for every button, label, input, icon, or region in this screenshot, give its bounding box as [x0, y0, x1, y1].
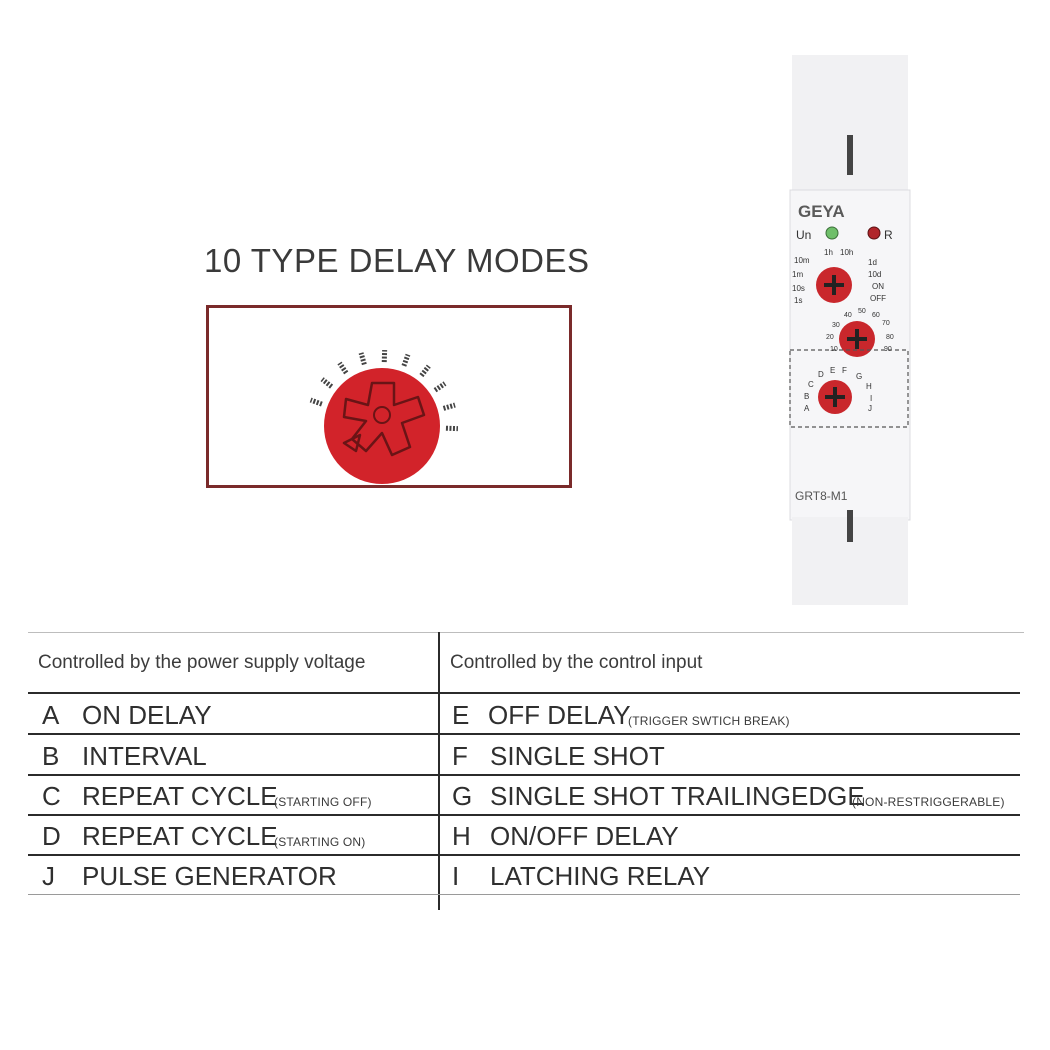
range-label: 1h — [824, 248, 833, 257]
mode-label: J — [868, 404, 872, 413]
mode-label: E — [830, 366, 835, 375]
mode-label: B — [804, 392, 809, 401]
mode-label: A — [804, 404, 810, 413]
left-mode-name: INTERVAL — [82, 741, 207, 771]
right-mode-name: SINGLE SHOT — [490, 741, 665, 771]
scale-label: 90 — [884, 346, 892, 353]
right-mode-letter: E — [452, 700, 470, 730]
mode-knob-small-cross-icon — [825, 387, 845, 407]
row-separator — [28, 814, 1020, 816]
right-mode-note: (NON-RESTRIGGERABLE) — [852, 795, 1005, 809]
right-mode-name: LATCHING RELAY — [490, 861, 711, 891]
range-label: ON — [872, 282, 884, 291]
brand-logo: GEYA — [798, 202, 845, 221]
row-separator — [28, 774, 1020, 776]
scale-label: 40 — [844, 312, 852, 319]
knob-center-hole — [373, 406, 391, 424]
row-separator — [28, 894, 1020, 895]
right-mode-letter: I — [452, 861, 460, 891]
left-mode-note: (STARTING ON) — [274, 835, 366, 849]
mode-knob — [324, 368, 440, 484]
table-top-border — [28, 632, 1024, 633]
mode-label: F — [842, 366, 847, 375]
row-separator — [28, 854, 1020, 856]
indicator-un-label: Un — [796, 228, 811, 242]
left-mode-name: PULSE GENERATOR — [82, 861, 337, 891]
right-mode-name: ON/OFF DELAY — [490, 821, 679, 851]
left-mode-name: REPEAT CYCLE — [82, 821, 278, 851]
right-mode-name: OFF DELAY — [488, 700, 631, 730]
right-mode-letter: F — [452, 741, 468, 771]
table-row: A ON DELAY E OFF DELAY(TRIGGER SWTICH BREAK… — [28, 694, 1024, 735]
table-row: D REPEAT CYCLE H ON/OFF DELAY (STARTING ON) — [28, 815, 1024, 856]
indicator-r-label: R — [884, 228, 893, 242]
bottom-terminal-slot — [847, 510, 853, 542]
row-separator — [28, 733, 1020, 735]
left-mode-letter: A — [42, 700, 60, 730]
table-row: C REPEAT CYCLE G SINGLE SHOT TRAILINGEDGE (S… — [28, 775, 1024, 816]
scale-label: 50 — [858, 308, 866, 315]
range-label: 10m — [794, 256, 810, 265]
right-mode-name: SINGLE SHOT TRAILINGEDGE — [490, 781, 865, 811]
mode-label: D — [818, 370, 824, 379]
mode-box-dashed — [789, 349, 909, 428]
scale-label: 20 — [826, 334, 834, 341]
relay-led — [867, 226, 881, 240]
range-label: 1d — [868, 258, 877, 267]
left-mode-letter: B — [42, 741, 60, 771]
range-label: 10h — [840, 248, 853, 257]
scale-label: 80 — [886, 334, 894, 341]
range-label: OFF — [870, 294, 886, 303]
right-mode-note: (TRIGGER SWTICH BREAK) — [628, 714, 790, 728]
model-label: GRT8-M1 — [795, 489, 848, 503]
range-knob-cross-icon — [824, 275, 844, 295]
mode-label: H — [866, 382, 872, 391]
scale-label: 60 — [872, 312, 880, 319]
scale-label: 70 — [882, 320, 890, 327]
header-right: Controlled by the control input — [450, 652, 703, 673]
range-label: 1s — [794, 296, 802, 305]
range-label: 10d — [868, 270, 881, 279]
power-led — [825, 226, 839, 240]
left-mode-name: REPEAT CYCLE — [82, 781, 278, 811]
right-mode-letter: H — [452, 821, 471, 851]
table-row: J PULSE GENERATOR I LATCHING RELAY — [28, 855, 1024, 895]
table-column-divider — [438, 632, 440, 910]
scale-knob-cross-icon — [847, 329, 867, 349]
left-mode-letter: C — [42, 781, 61, 811]
top-terminal-slot — [847, 135, 853, 175]
header-separator — [28, 692, 1020, 694]
header-left: Controlled by the power supply voltage — [38, 652, 366, 673]
mode-label: I — [870, 394, 872, 403]
range-labels: 10m 1h 10h 1m 1d 10s 10d 1s ON OFF — [792, 248, 886, 305]
delay-modes-table: Controlled by the power supply voltage C… — [28, 632, 1024, 910]
left-mode-letter: D — [42, 821, 61, 851]
mode-label: C — [808, 380, 814, 389]
knob-cross-icon — [342, 381, 426, 457]
scale-label: 30 — [832, 322, 840, 329]
table-row: B INTERVAL F SINGLE SHOT — [28, 735, 1024, 776]
range-label: 10s — [792, 284, 805, 293]
left-mode-letter: J — [42, 861, 55, 891]
diagram-tick — [320, 377, 334, 389]
range-label: 1m — [792, 270, 803, 279]
left-mode-note: (STARTING OFF) — [274, 795, 372, 809]
left-mode-name: ON DELAY — [82, 700, 212, 730]
right-mode-letter: G — [452, 781, 473, 811]
page-title: 10 TYPE DELAY MODES — [204, 242, 590, 279]
mode-label: G — [856, 372, 862, 381]
